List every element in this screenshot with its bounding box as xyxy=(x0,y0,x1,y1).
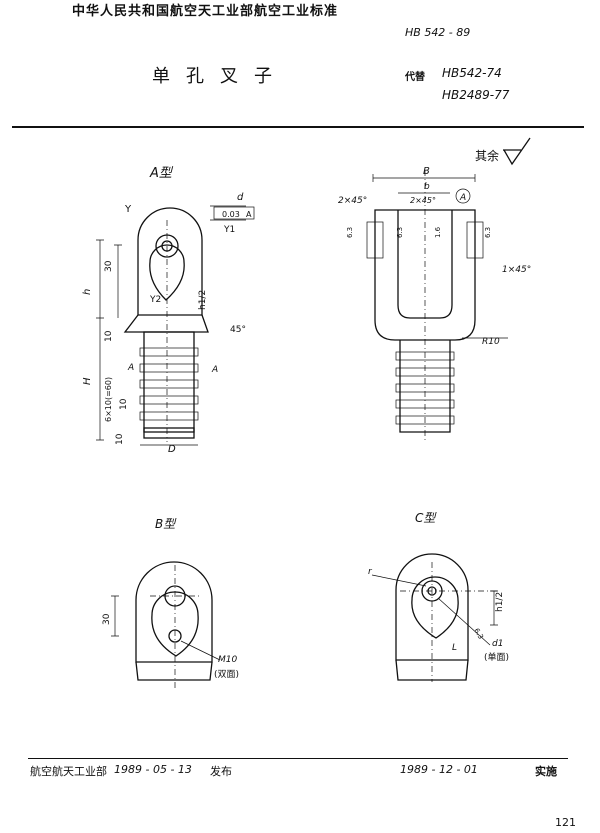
type-a-30-dim xyxy=(114,244,122,318)
type-a-dim-10b: 10 xyxy=(119,398,129,410)
type-a-head-outline xyxy=(137,207,203,316)
type-b-dim-30: 30 xyxy=(102,613,112,625)
type-b-base xyxy=(135,661,213,681)
roughness-symbol-icon xyxy=(503,137,531,166)
side-dim-chamfer-inner: 2×45° xyxy=(410,196,436,205)
type-b-label: B型 xyxy=(155,517,177,531)
type-c-d1-leader xyxy=(437,597,491,646)
type-a-dim-30: 30 xyxy=(104,260,114,272)
standard-code: HB 542 - 89 xyxy=(405,26,471,39)
type-a-tolerance-box xyxy=(213,206,255,220)
type-b-pear-recess xyxy=(151,591,199,657)
type-a-tolerance-value: 0.03 xyxy=(222,210,240,219)
document-title: 单孔叉子 xyxy=(152,66,288,87)
type-c-r-leader xyxy=(371,574,427,587)
type-a-neck xyxy=(123,314,209,333)
side-roughness-1: 6.3 xyxy=(346,227,354,238)
type-a-serrations xyxy=(139,347,199,421)
type-a-front-view: A型 d 0.03 A Y Y1 Y2 30 h xyxy=(82,166,255,455)
type-b-outline xyxy=(135,561,213,663)
footer-rule xyxy=(28,758,568,759)
type-a-side-view: B b 2×45° 2×45° A 1×45° R10 6.3 6.3 1.6 … xyxy=(338,166,531,440)
side-dim-radius: R10 xyxy=(482,337,500,347)
type-c-outline xyxy=(395,553,469,661)
type-a-dim-d: d xyxy=(237,192,244,203)
side-roughness-3: 1.6 xyxy=(434,226,442,238)
footer-issued-label: 发布 xyxy=(210,765,232,778)
type-a-dim-10c: 10 xyxy=(115,433,125,445)
type-a-dim-big-d: D xyxy=(168,444,176,455)
type-a-datum: A xyxy=(246,210,252,219)
type-a-section-a-right: A xyxy=(211,365,218,375)
type-c-dim-one-side: (单面) xyxy=(484,651,509,663)
side-dim-b-line xyxy=(372,174,476,182)
side-datum-circle xyxy=(455,188,471,204)
side-dim-small-b: b xyxy=(424,182,430,192)
replaces-code-2: HB2489-77 xyxy=(442,88,510,102)
type-a-shank xyxy=(143,331,195,433)
footer-implemented-label: 实施 xyxy=(535,765,557,778)
type-c-pear-recess xyxy=(411,576,459,639)
type-a-section-a-left: A xyxy=(127,363,134,373)
type-a-dim-chamfer: 45° xyxy=(230,325,246,335)
page-number: 121 xyxy=(555,816,576,829)
header-rule xyxy=(12,126,584,128)
side-boss-right xyxy=(466,221,484,259)
type-c-dim-l: L xyxy=(452,643,457,653)
type-b-dim-thread: M10 xyxy=(218,655,237,665)
side-dim-chamfer-left: 2×45° xyxy=(338,196,367,206)
type-b-view: B型 30 M10 (双面) xyxy=(102,517,239,690)
type-a-pear-recess xyxy=(149,244,185,301)
type-a-dim-h: h xyxy=(82,289,93,295)
type-a-dim-big-h: H xyxy=(82,377,93,385)
type-b-dim-both-sides: (双面) xyxy=(214,669,239,680)
type-c-label: C型 xyxy=(415,511,437,525)
type-b-30-dim xyxy=(111,595,119,637)
replaces-label: 代替 xyxy=(405,72,425,83)
type-a-dim-h-half: h1/2 xyxy=(198,290,208,310)
type-a-dim-y1: Y1 xyxy=(223,225,235,235)
replaces-code-1: HB542-74 xyxy=(442,66,502,80)
roughness-note: 其余 xyxy=(475,137,531,166)
type-c-centerlines xyxy=(400,562,500,682)
side-shank xyxy=(399,340,451,433)
side-boss-left xyxy=(366,221,384,259)
type-a-dim-y2: Y2 xyxy=(149,295,161,305)
side-roughness-4: 6.3 xyxy=(484,227,492,238)
roughness-note-label: 其余 xyxy=(475,148,499,163)
type-a-height-dims xyxy=(96,239,104,441)
type-c-dim-r: r xyxy=(368,567,373,577)
type-c-view: C型 r h1/2 6.3 d1 (单面) L xyxy=(368,511,509,682)
type-a-end xyxy=(143,427,195,439)
type-c-half-h-dim xyxy=(490,590,498,626)
standard-title: 中华人民共和国航空天工业部航空工业标准 xyxy=(72,4,339,19)
footer-issue-date: 1989 - 05 - 13 xyxy=(114,763,192,776)
type-b-thread-leader xyxy=(180,640,221,661)
type-b-centerlines xyxy=(150,565,200,690)
footer-issuer: 航空航天工业部 xyxy=(30,765,107,778)
type-a-dim-10: 10 xyxy=(104,330,114,342)
type-c-dim-d1: d1 xyxy=(492,639,503,649)
type-a-dim-pitch: 6×10(=60) xyxy=(104,377,113,422)
type-a-label: A型 xyxy=(149,166,174,181)
side-datum-letter: A xyxy=(459,193,466,203)
type-c-base xyxy=(395,659,469,681)
side-serrations xyxy=(395,351,455,425)
side-roughness-2: 6.3 xyxy=(396,227,404,238)
type-c-dim-half-h: h1/2 xyxy=(495,592,505,612)
type-a-tolerance-frame xyxy=(210,205,246,221)
side-dim-chamfer-right: 1×45° xyxy=(502,265,531,275)
side-dim-big-b: B xyxy=(423,166,430,177)
type-a-dim-y: Y xyxy=(124,204,132,215)
side-fork-outline xyxy=(374,209,476,341)
footer-implementation-date: 1989 - 12 - 01 xyxy=(400,763,478,776)
